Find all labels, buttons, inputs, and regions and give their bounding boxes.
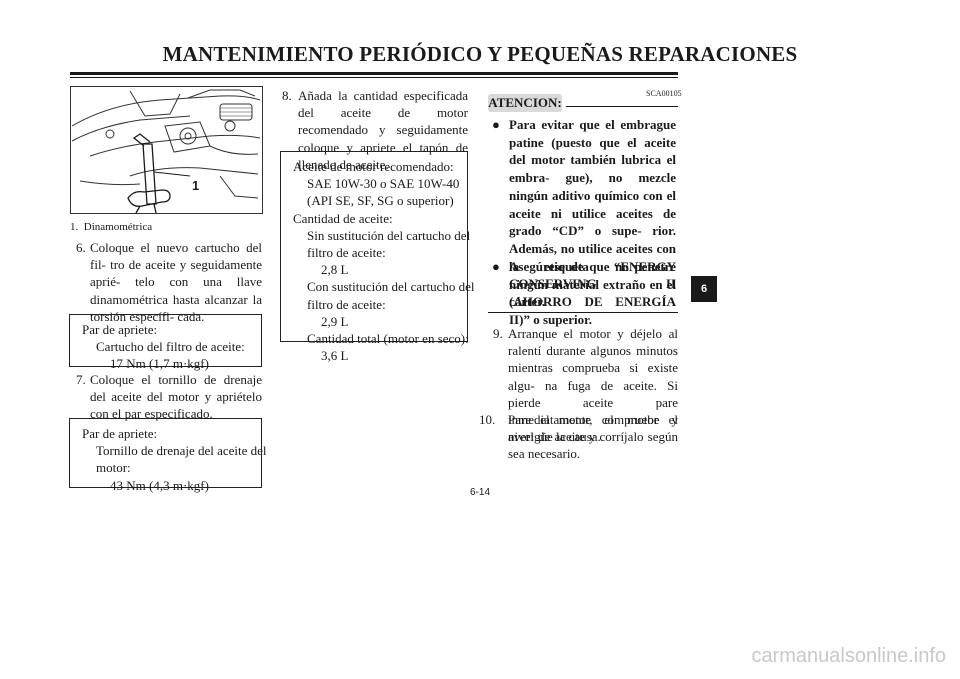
spec-value: 2,8 L [321,262,349,278]
spec-item: Con sustitución del cartucho del [307,279,475,295]
spec-value: 3,6 L [321,348,349,364]
step-text: Añada la cantidad especificada del aceit… [298,88,468,172]
engine-oil-filter-drawing: 1 [70,86,263,214]
spec-box-recommended-oil: Aceite de motor recomendado: SAE 10W-30 … [280,151,475,363]
spec-item-cont: motor: [96,460,131,476]
spec-item: Tornillo de drenaje del aceite del [96,443,267,459]
step-9: 9. Arranque el motor y déjelo al ralentí… [488,325,678,444]
caution-end-rule [488,312,678,313]
spec-item: Cantidad total (motor en seco): [307,331,469,347]
header-rule-thin [70,77,678,78]
spec-item: Sin sustitución del cartucho del [307,227,471,243]
step-6: 6. Coloque el nuevo cartucho del fil- tr… [76,239,262,324]
spec-box-drain-torque: Par de apriete: Tornillo de drenaje del … [69,418,267,493]
step-number: 8. [282,88,292,103]
torque-wrench-illustration: 1 [70,86,263,214]
figure-callout: 1 [192,178,199,193]
bullet-dot-icon: ● [492,117,500,132]
page-title: MANTENIMIENTO PERIÓDICO Y PEQUEÑAS REPAR… [162,42,798,66]
spec-box-filter-torque: Par de apriete: Cartucho del filtro de a… [69,314,262,371]
step-text: Pare el motor, compruebe el nivel de ace… [508,412,678,462]
step-8: 8. Añada la cantidad especificada del ac… [282,87,468,172]
caution-text: Asegúrese de que no penetre ningún mater… [509,259,676,310]
caution-bullet-2: ● Asegúrese de que no penetre ningún mat… [488,258,678,310]
watermark: carmanualsonline.info [751,645,946,667]
step-text: Coloque el nuevo cartucho del fil- tro d… [90,240,262,324]
step-number: 10. [479,412,496,427]
spec-label: Cantidad de aceite: [293,210,393,226]
spec-value: SAE 10W-30 o SAE 10W-40 [307,176,460,192]
page-number: 6-14 [469,487,490,498]
step-10: 10. Pare el motor, compruebe el nivel de… [479,411,678,467]
spec-value: 17 Nm (1,7 m·kgf) [110,356,209,372]
spec-value: (API SE, SF, SG o superior) [307,193,454,209]
figure-caption: 1. Dinamométrica [70,221,153,233]
step-text: Arranque el motor y déjelo al ralentí du… [508,326,678,445]
spec-value: 43 Nm (4,3 m·kgf) [110,477,209,493]
step-number: 9. [493,326,503,341]
spec-item-cont: filtro de aceite: [307,245,386,261]
step-number: 7. [76,372,86,387]
spec-item: Cartucho del filtro de aceite: [96,339,245,355]
caution-rule [566,106,678,107]
spec-label: Par de apriete: [82,426,158,441]
caution-bullet-1: ● Para evitar que el embrague patine (pu… [488,116,678,327]
step-7: 7. Coloque el tornillo de drenaje del ac… [76,371,262,423]
header-rule [70,72,678,75]
caution-code: SCA00105 [646,89,682,98]
spec-label: Aceite de motor recomendado: [293,159,454,174]
caution-heading: ATENCION: [488,94,562,112]
step-text: Coloque el tornillo de drenaje del aceit… [90,372,262,422]
spec-label: Par de apriete: [82,322,158,337]
chapter-tab: 6 [691,276,717,302]
step-number: 6. [76,240,86,255]
spec-item-cont: filtro de aceite: [307,296,386,312]
caution-text: Para evitar que el embrague patine (pues… [509,117,676,327]
bullet-dot-icon: ● [492,259,500,274]
spec-value: 2,9 L [321,313,349,329]
